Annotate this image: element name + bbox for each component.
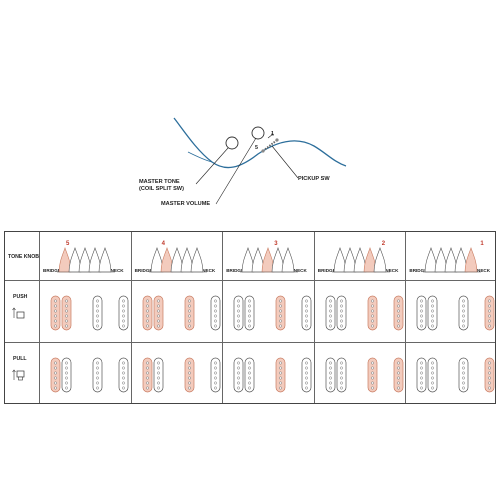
master-volume-label: MASTER VOLUME bbox=[161, 201, 211, 207]
master-tone-label: MASTER TONE bbox=[139, 179, 180, 185]
neck-label: NECK bbox=[385, 268, 399, 273]
table-row-divider bbox=[5, 280, 495, 281]
position-number-3: 3 bbox=[274, 241, 278, 247]
master-tone-knob[interactable] bbox=[225, 136, 239, 150]
table-column-divider bbox=[313, 232, 315, 403]
pickup-layout bbox=[325, 357, 404, 393]
pickguard-line bbox=[187, 151, 213, 163]
neck-label: NECK bbox=[477, 268, 491, 273]
pickup-layout bbox=[50, 357, 129, 393]
neck-label: NECK bbox=[202, 268, 216, 273]
wiring-diagram: 5 1 bbox=[173, 117, 347, 205]
neck-label: NECK bbox=[110, 268, 124, 273]
master-tone-leader bbox=[195, 147, 229, 185]
master-tone-callout: MASTER TONE (COIL SPLIT SW) bbox=[139, 179, 184, 192]
pickup-layout bbox=[233, 357, 312, 393]
coil-split-label: (COIL SPLIT SW) bbox=[139, 185, 184, 192]
table-column-divider bbox=[222, 232, 224, 403]
pickup-sw-label: PICKUP SW bbox=[298, 176, 330, 182]
table-column-divider bbox=[39, 232, 40, 403]
pickup-layout bbox=[417, 357, 495, 393]
knob-push-icon bbox=[12, 307, 25, 319]
knob-pull-icon bbox=[12, 369, 25, 381]
pickup-sw-leader bbox=[271, 145, 299, 179]
tone-peaks-diagram bbox=[331, 247, 390, 273]
pickup-layout bbox=[325, 295, 404, 331]
row-label-pull: PULL bbox=[13, 356, 27, 362]
pickup-layout bbox=[417, 295, 495, 331]
position-number-2: 2 bbox=[381, 241, 386, 247]
bridge-label: BRIDGE bbox=[226, 268, 245, 273]
tone-peaks-diagram bbox=[423, 247, 482, 273]
pickup-layout bbox=[142, 295, 220, 331]
table-column-divider bbox=[405, 232, 407, 403]
pickup-layout bbox=[233, 295, 312, 331]
pickup-switch[interactable] bbox=[261, 138, 279, 153]
tone-peaks-diagram bbox=[240, 247, 299, 273]
pickup-layout bbox=[142, 357, 220, 393]
tone-peaks-diagram bbox=[148, 247, 207, 273]
bridge-label: BRIDGE bbox=[134, 268, 153, 273]
switch-arrow-icon bbox=[267, 133, 274, 139]
bridge-label: BRIDGE bbox=[43, 268, 61, 273]
master-volume-leader bbox=[215, 137, 257, 205]
neck-label: NECK bbox=[293, 268, 307, 273]
position-number-5: 5 bbox=[66, 241, 70, 247]
bridge-label: BRIDGE bbox=[409, 268, 428, 273]
tone-peaks-diagram bbox=[57, 247, 115, 273]
table-column-divider bbox=[130, 232, 132, 403]
guitar-body-outline bbox=[173, 117, 347, 169]
tone-knob-header: TONE KNOB bbox=[8, 254, 40, 260]
switch-label-5: 5 bbox=[255, 145, 258, 151]
position-number-4: 4 bbox=[161, 241, 165, 247]
bridge-label: BRIDGE bbox=[317, 268, 336, 273]
table-row-divider bbox=[5, 342, 495, 343]
pickup-layout bbox=[50, 295, 129, 331]
master-volume-knob[interactable] bbox=[251, 126, 265, 140]
row-label-push: PUSH bbox=[13, 294, 28, 300]
position-number-1: 1 bbox=[480, 241, 484, 247]
